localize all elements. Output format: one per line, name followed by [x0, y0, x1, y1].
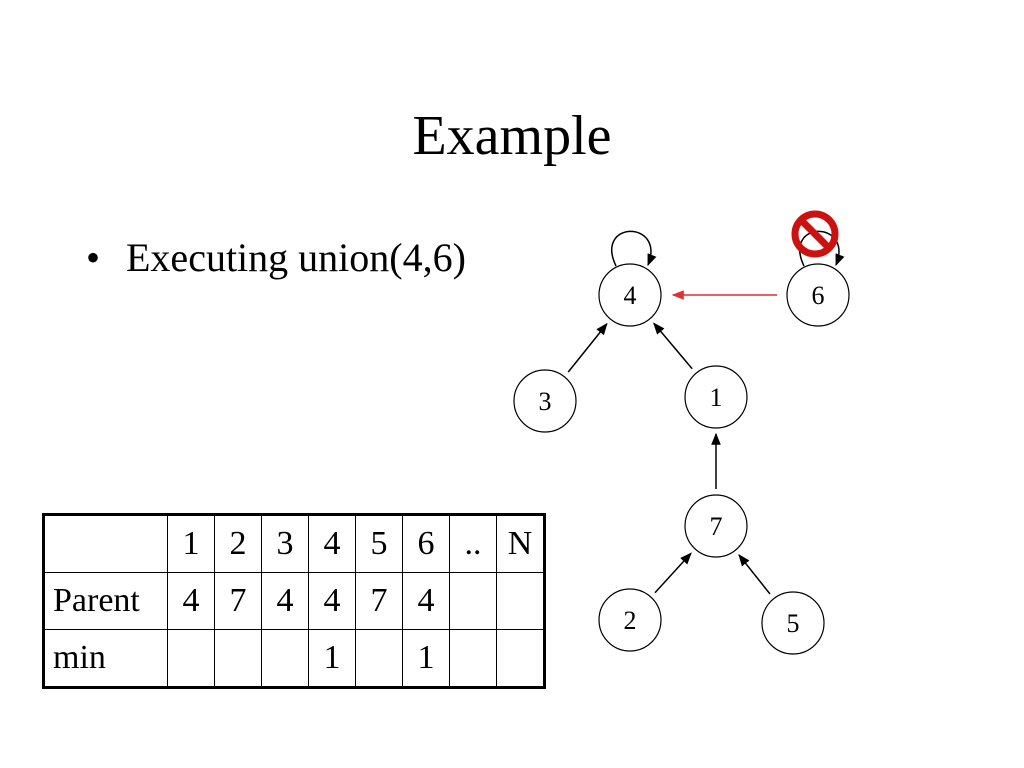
node-3-circle [513, 369, 577, 433]
node-5-circle [761, 591, 825, 655]
table-header-cell: N [496, 514, 545, 573]
table-cell: 1 [308, 629, 356, 688]
node-1-label: 1 [710, 383, 723, 412]
table-cell [214, 629, 262, 688]
prohibition-ring [791, 210, 839, 258]
self-loop-4 [611, 230, 657, 267]
node-6: 6 [786, 263, 850, 327]
node-2: 2 [598, 588, 662, 652]
prohibition-slash [798, 217, 832, 251]
table-corner-cell [43, 514, 168, 573]
table-cell [355, 629, 403, 688]
table-cell [496, 629, 545, 688]
node-3: 3 [513, 369, 577, 433]
table-header-cell: 1 [167, 514, 215, 573]
table-header-cell: .. [449, 514, 497, 573]
edge-1-to-4 [653, 322, 693, 370]
node-7-label: 7 [710, 512, 723, 541]
prohibition-icon [791, 210, 839, 258]
edge-5-to-7 [738, 554, 771, 595]
node-7-circle [684, 494, 748, 558]
table-cell [449, 629, 497, 688]
node-3-label: 3 [539, 387, 552, 416]
bullet-dot: • [86, 235, 101, 280]
node-6-circle [786, 263, 850, 327]
node-2-circle [598, 588, 662, 652]
node-4: 4 [598, 263, 662, 327]
node-5: 5 [761, 591, 825, 655]
table-cell [167, 629, 215, 688]
table-cell: 7 [214, 572, 262, 630]
table-cell [496, 572, 545, 630]
node-6-label: 6 [812, 281, 825, 310]
table-cell: 1 [402, 629, 450, 688]
node-4-circle [598, 263, 662, 327]
table-header-cell: 3 [261, 514, 309, 573]
table-header-cell: 5 [355, 514, 403, 573]
table-header-cell: 6 [402, 514, 450, 573]
node-4-label: 4 [624, 281, 637, 310]
edge-3-to-4 [567, 322, 608, 373]
table-header-cell: 2 [214, 514, 262, 573]
node-5-label: 5 [787, 609, 800, 638]
table-cell: 7 [355, 572, 403, 630]
node-2-label: 2 [624, 606, 637, 635]
table-cell [261, 629, 309, 688]
table-row-label: Parent [43, 572, 168, 630]
table-row-label: min [43, 629, 168, 688]
node-1: 1 [684, 365, 748, 429]
edge-2-to-7 [654, 552, 692, 594]
bullet-item: • Executing union(4,6) [86, 232, 466, 284]
node-1-circle [684, 365, 748, 429]
table-cell: 4 [261, 572, 309, 630]
bullet-text: Executing union(4,6) [126, 235, 466, 280]
table-header-cell: 4 [308, 514, 356, 573]
table-cell: 4 [308, 572, 356, 630]
node-7: 7 [684, 494, 748, 558]
table-cell: 4 [402, 572, 450, 630]
table-cell [449, 572, 497, 630]
slide-title: Example [412, 105, 612, 167]
table-cell: 4 [167, 572, 215, 630]
